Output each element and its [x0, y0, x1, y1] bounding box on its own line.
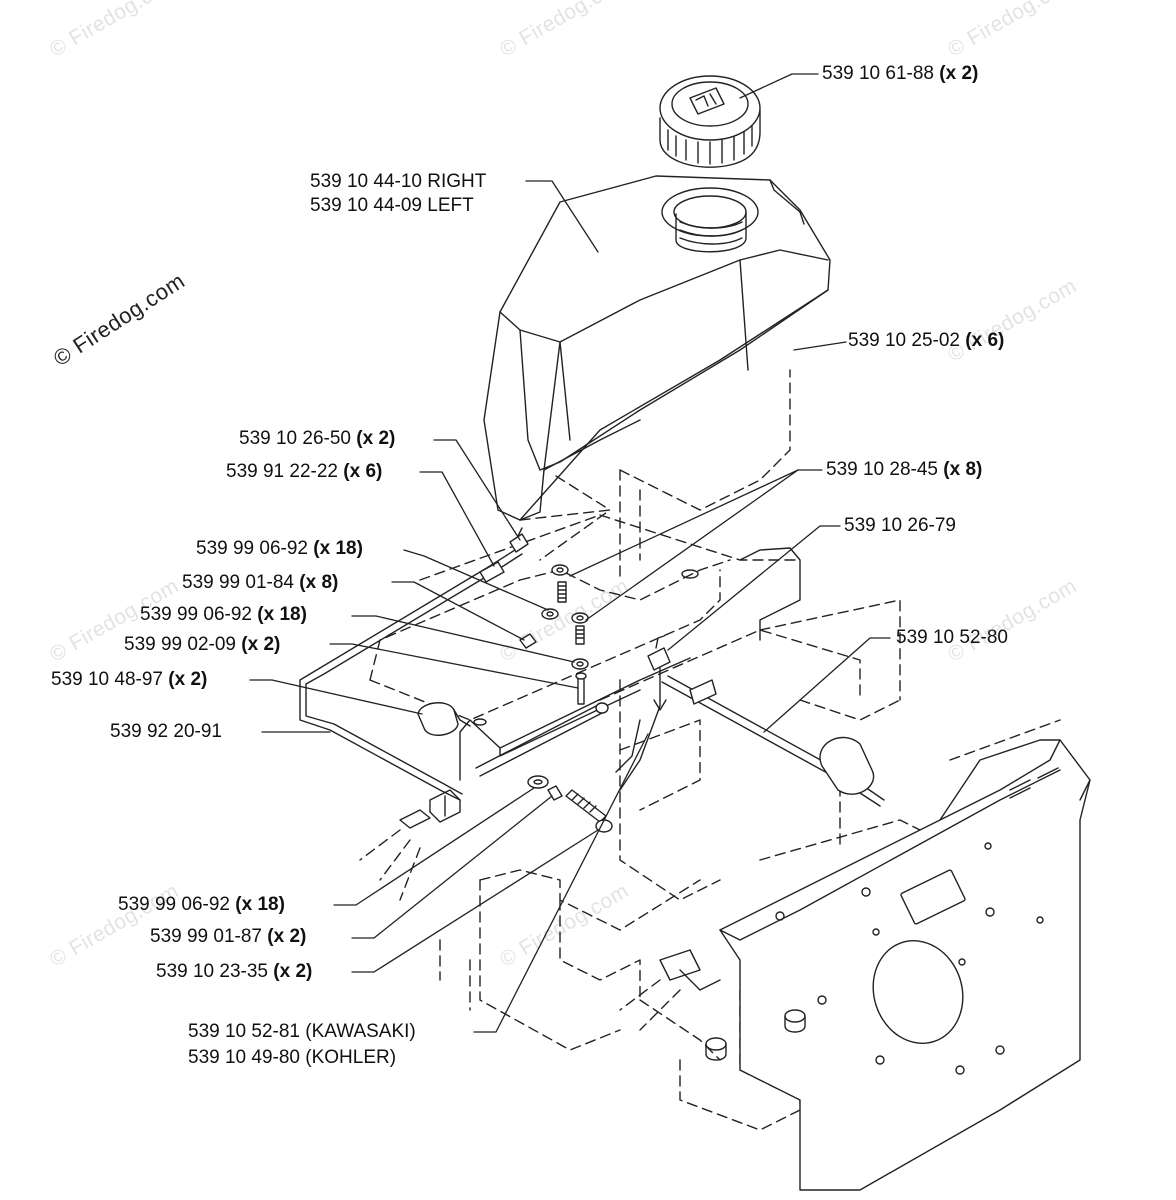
part-label-hose-clamp: 539 91 22-22 (x 6) [226, 461, 382, 483]
part-qty: (x 2) [356, 428, 396, 449]
right-side-plate [705, 739, 1091, 1191]
hardware-cluster [519, 564, 589, 705]
fuel-tank-drawing [483, 175, 831, 521]
part-qty: (x 6) [343, 461, 383, 482]
part-number: 539 10 61-88 [822, 63, 934, 84]
part-label-washer-0692-a: 539 99 06-92 (x 18) [196, 538, 363, 560]
part-number: 539 99 01-87 [150, 926, 262, 947]
part-label-washer-0692-c: 539 99 06-92 (x 18) [118, 894, 285, 916]
fuel-filter [417, 702, 471, 736]
part-qty: (x 2) [267, 926, 307, 947]
throttle-rod [475, 675, 885, 807]
part-label-fuel-cap: 539 10 61-88 (x 2) [822, 63, 978, 85]
part-qty: (x 18) [235, 894, 285, 915]
part-label-fuel-hose: 539 92 20-91 [110, 721, 222, 743]
part-label-throttle-rod: 539 10 52-80 [896, 627, 1008, 649]
part-label-cable-kawasaki: 539 10 52-81 (KAWASAKI) [188, 1021, 416, 1043]
lower-bolt-set [527, 775, 613, 833]
part-label-bolt-2335: 539 10 23-35 (x 2) [156, 961, 312, 983]
part-qty: (x 18) [257, 604, 307, 625]
part-number: 539 10 44-10 RIGHT [310, 171, 487, 192]
part-number: 539 10 48-97 [51, 669, 163, 690]
part-label-screw: 539 10 25-02 (x 6) [848, 330, 1004, 352]
chassis-frame [439, 599, 1061, 1131]
part-qty: (x 8) [299, 572, 339, 593]
part-number: 539 10 23-35 [156, 961, 268, 982]
part-qty: (x 6) [965, 330, 1005, 351]
part-qty: (x 2) [241, 634, 281, 655]
part-qty: (x 2) [939, 63, 979, 84]
part-qty: (x 2) [273, 961, 313, 982]
part-label-nut-0187: 539 99 01-87 (x 2) [150, 926, 306, 948]
part-number: 539 10 52-80 [896, 627, 1008, 648]
part-number: 539 10 25-02 [848, 330, 960, 351]
part-number: 539 99 06-92 [118, 894, 230, 915]
part-label-hose-fitting: 539 10 26-50 (x 2) [239, 428, 395, 450]
part-number: 539 92 20-91 [110, 721, 222, 742]
part-number: 539 10 52-81 (KAWASAKI) [188, 1021, 416, 1042]
throttle-cable [615, 705, 661, 791]
part-number: 539 10 49-80 (KOHLER) [188, 1047, 397, 1068]
part-number: 539 10 26-79 [844, 515, 956, 536]
hose-fitting [509, 527, 529, 553]
left-bracket-hidden [359, 829, 681, 1031]
part-number: 539 10 26-50 [239, 428, 351, 449]
part-qty: (x 18) [313, 538, 363, 559]
part-number: 539 99 02-09 [124, 634, 236, 655]
plate-solid [459, 547, 801, 781]
part-number: 539 10 28-45 [826, 459, 938, 480]
hidden-outline [519, 369, 791, 581]
part-number: 539 99 06-92 [196, 538, 308, 559]
part-label-tank-left: 539 10 44-09 LEFT [310, 195, 474, 217]
part-label-washer-0692-b: 539 99 06-92 (x 18) [140, 604, 307, 626]
leader-lines [249, 73, 891, 1033]
part-qty: (x 8) [943, 459, 983, 480]
part-number: 539 99 01-84 [182, 572, 294, 593]
part-label-bolt-0209: 539 99 02-09 (x 2) [124, 634, 280, 656]
left-bracket [399, 789, 721, 991]
part-number: 539 10 44-09 LEFT [310, 195, 474, 216]
fuel-hose [299, 547, 523, 801]
shutoff-valve [647, 635, 671, 711]
part-label-shutoff-valve: 539 10 26-79 [844, 515, 956, 537]
part-label-fuel-filter: 539 10 48-97 (x 2) [51, 669, 207, 691]
part-qty: (x 2) [168, 669, 208, 690]
part-number: 539 99 06-92 [140, 604, 252, 625]
part-number: 539 91 22-22 [226, 461, 338, 482]
part-label-washer-2845: 539 10 28-45 (x 8) [826, 459, 982, 481]
part-label-cable-kohler: 539 10 49-80 (KOHLER) [188, 1047, 396, 1069]
part-label-nut-0184: 539 99 01-84 (x 8) [182, 572, 338, 594]
part-label-tank-right: 539 10 44-10 RIGHT [310, 171, 486, 193]
fuel-cap-drawing [659, 75, 761, 168]
